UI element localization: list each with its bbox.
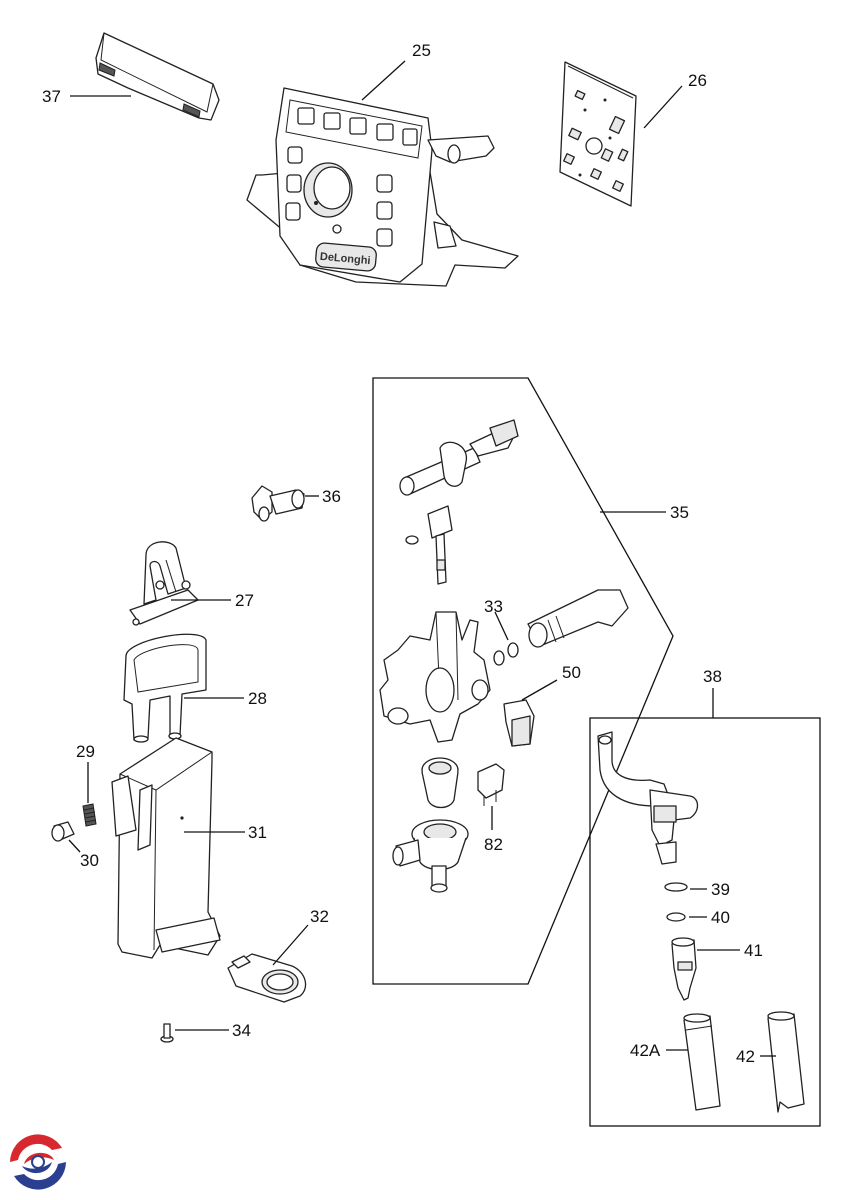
label-50: 50 — [562, 663, 581, 682]
group-38-outline — [589, 717, 821, 1127]
brand-plate-text: DeLonghi — [319, 251, 371, 267]
part-35-gear-pin — [405, 505, 453, 585]
label-35: 35 — [670, 503, 689, 522]
part-35-piston-cup — [421, 757, 459, 809]
label-36: 36 — [322, 487, 341, 506]
part-35-brew-frame — [379, 611, 491, 743]
part-26-circuit-board — [559, 61, 637, 207]
part-35-outlet-assembly — [392, 819, 469, 893]
label-40: 40 — [711, 908, 730, 927]
label-28: 28 — [248, 689, 267, 708]
label-27: 27 — [235, 591, 254, 610]
label-30: 30 — [80, 851, 99, 870]
part-37-cover-panel — [95, 32, 220, 121]
label-32: 32 — [310, 907, 329, 926]
part-35-shaft-gear — [399, 419, 519, 496]
label-37: 37 — [42, 87, 61, 106]
part-28-funnel — [123, 633, 207, 743]
part-30-cap — [51, 821, 75, 842]
part-29-spring — [82, 803, 97, 827]
part-38-frother-nozzle — [597, 731, 699, 865]
label-42: 42 — [736, 1047, 755, 1066]
part-35-spindle — [527, 589, 629, 648]
label-29: 29 — [76, 742, 95, 761]
label-42a: 42A — [630, 1041, 661, 1060]
part-41-nozzle-tip — [671, 937, 697, 1001]
part-50-clip — [503, 699, 535, 747]
part-36-pin — [251, 485, 305, 522]
part-32-base-plate — [227, 953, 307, 1003]
part-27-bracket — [129, 541, 199, 626]
label-26: 26 — [688, 71, 707, 90]
part-42a-tube — [683, 1013, 721, 1111]
label-25: 25 — [412, 41, 431, 60]
part-40-washer — [666, 912, 686, 922]
part-42-tube — [767, 1011, 805, 1113]
label-82: 82 — [484, 835, 503, 854]
label-34: 34 — [232, 1021, 251, 1040]
part-33-washers — [493, 642, 519, 666]
company-logo-icon — [5, 1129, 71, 1195]
label-31: 31 — [248, 823, 267, 842]
label-33: 33 — [484, 597, 503, 616]
part-39-washer — [664, 882, 688, 892]
part-34-screw — [160, 1023, 174, 1043]
part-31-chute-body — [111, 737, 221, 959]
part-25-control-panel: DeLonghi — [246, 87, 519, 287]
label-41: 41 — [744, 941, 763, 960]
label-39: 39 — [711, 880, 730, 899]
label-38: 38 — [703, 667, 722, 686]
group-35-outline — [372, 377, 674, 985]
part-82-microswitch — [477, 763, 505, 806]
